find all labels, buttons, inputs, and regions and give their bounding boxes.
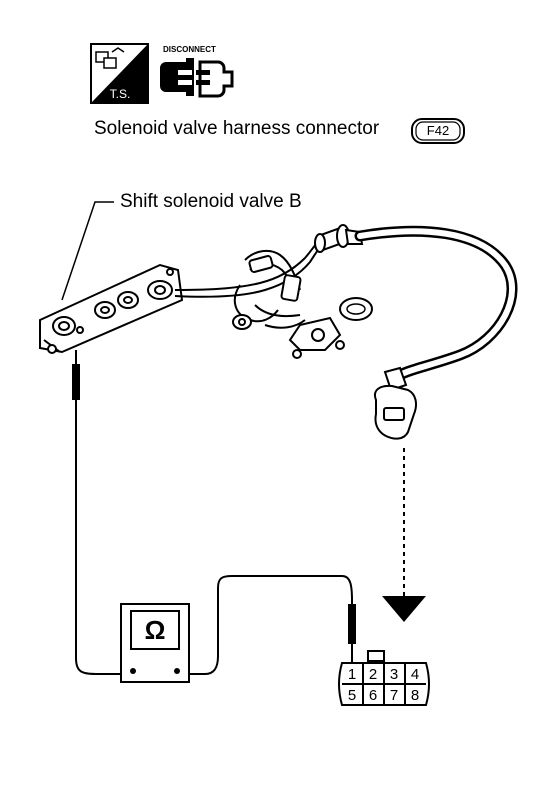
ohm-symbol: Ω xyxy=(144,615,166,645)
disconnect-label: DISCONNECT xyxy=(163,45,216,54)
probe-right xyxy=(348,604,356,644)
connector-code: F42 xyxy=(426,123,450,138)
ts-label: T.S. xyxy=(110,87,131,101)
trouble-shooting-icon: T.S. xyxy=(90,43,149,104)
shift-solenoid-valve-assembly xyxy=(39,263,184,354)
pin-1: 1 xyxy=(348,666,356,683)
test-leads xyxy=(75,350,353,675)
ohmmeter xyxy=(120,603,190,683)
leader-line xyxy=(61,201,114,301)
harness-grommet xyxy=(314,224,364,253)
harness-sensors xyxy=(232,255,345,359)
connector-code-inner xyxy=(415,121,461,141)
pin-3: 3 xyxy=(390,666,398,683)
pin-6: 6 xyxy=(369,687,377,704)
pin-2: 2 xyxy=(369,666,377,683)
pin-7: 7 xyxy=(390,687,398,704)
pin-4: 4 xyxy=(411,666,419,683)
probe-left xyxy=(72,364,80,400)
pin-8: 8 xyxy=(411,687,419,704)
disconnect-icon: DISCONNECT xyxy=(160,45,234,98)
shift-solenoid-label: Shift solenoid valve B xyxy=(120,191,302,212)
pin-5: 5 xyxy=(348,687,356,704)
connector-face: 1 2 3 4 5 6 7 8 xyxy=(338,650,430,706)
harness-connector xyxy=(374,366,417,440)
connector-title: Solenoid valve harness connector xyxy=(94,118,380,139)
arrow-head xyxy=(382,596,426,622)
internal-harness xyxy=(174,234,329,329)
